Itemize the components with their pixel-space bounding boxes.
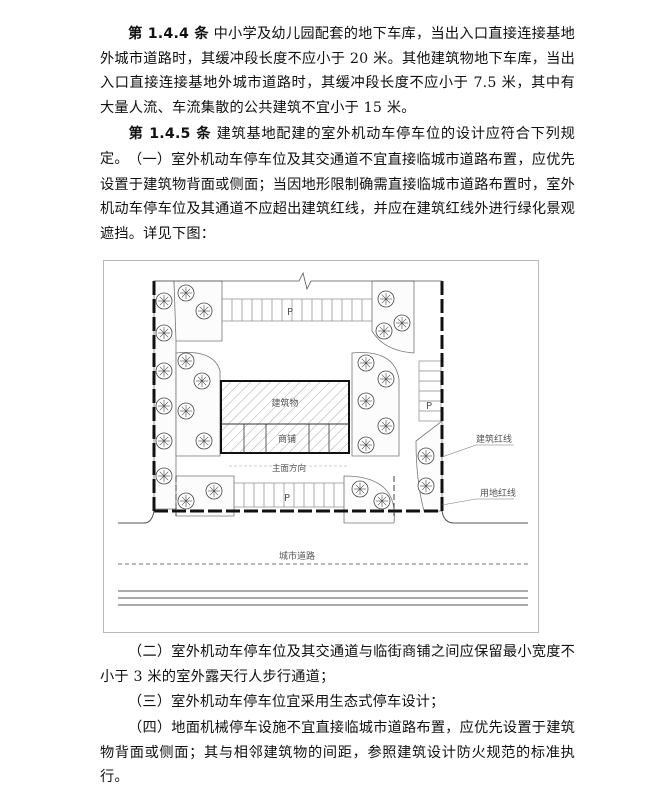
- parking-mark: P: [284, 493, 290, 504]
- clause-1-4-4: 第 1.4.4 条 中小学及幼儿园配套的地下车库，当出入口直接连接基地外城市道路…: [100, 22, 575, 120]
- parking-mark: P: [426, 401, 432, 412]
- clause-text: 建筑基地配建的室外机动车停车位的设计应符合下列规定。: [100, 126, 575, 167]
- item-text: （二）室外机动车停车位及其交通道与临街商铺之间应保留最小宽度不小于 3 米的室外…: [100, 644, 575, 685]
- item-text: （一）室外机动车停车位及其交通道不宜直接临城市道路布置，应优先设置于建筑物背面或…: [100, 152, 575, 242]
- main-facade-label: 主面方向: [272, 463, 306, 474]
- parking-stalls: [221, 298, 442, 508]
- clause-1-4-5: 第 1.4.5 条 建筑基地配建的室外机动车停车位的设计应符合下列规定。: [100, 122, 575, 171]
- land-redline-label: 用地红线: [480, 487, 516, 499]
- shop-label: 商铺: [278, 433, 296, 445]
- building-redline-label: 建筑红线: [476, 433, 512, 445]
- clause-label: 第 1.4.5 条: [128, 126, 212, 142]
- building: 建筑物 商铺: [220, 380, 350, 454]
- leader-line: [441, 444, 477, 458]
- site-plan-drawing: 建筑物 商铺 主面方向 P P P 建筑红线: [118, 271, 528, 606]
- road-label: 城市道路: [279, 550, 315, 562]
- item-3: （三）室外机动车停车位宜采用生态式停车设计；: [100, 690, 575, 715]
- building-label: 建筑物: [271, 397, 298, 409]
- item-1: （一）室外机动车停车位及其交通道不宜直接临城市道路布置，应优先设置于建筑物背面或…: [100, 148, 575, 246]
- site-plan-figure: 建筑物 商铺 主面方向 P P P 建筑红线: [103, 260, 539, 633]
- site-boundary: [152, 281, 444, 513]
- clause-label: 第 1.4.4 条: [128, 26, 209, 42]
- break-line: [154, 271, 442, 291]
- clause-text: 中小学及幼儿园配套的地下车库，当出入口直接连接基地外城市道路时，其缓冲段长度不应…: [100, 26, 575, 116]
- item-4: （四）地面机械停车设施不宜直接临城市道路布置，应优先设置于建筑物背面或侧面；其与…: [100, 716, 575, 790]
- leader-line: [441, 498, 477, 506]
- item-text: （三）室外机动车停车位宜采用生态式停车设计；: [128, 694, 445, 710]
- item-text: （四）地面机械停车设施不宜直接临城市道路布置，应优先设置于建筑物背面或侧面；其与…: [100, 720, 575, 786]
- city-road: [118, 510, 528, 606]
- parking-mark: P: [287, 307, 293, 318]
- inner-redline: [175, 476, 395, 516]
- item-2: （二）室外机动车停车位及其交通道与临街商铺之间应保留最小宽度不小于 3 米的室外…: [100, 640, 575, 689]
